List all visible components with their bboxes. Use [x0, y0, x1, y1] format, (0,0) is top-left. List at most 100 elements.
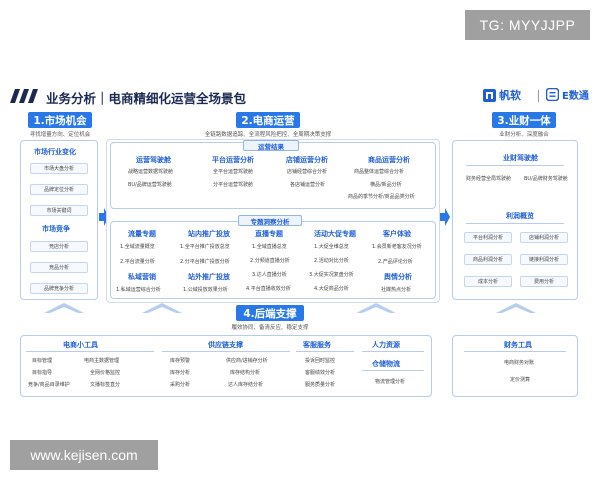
finance-item: BU/品牌财务驾驶舱 [524, 176, 568, 182]
cockpit-title: 业财驾驶舱 [503, 154, 538, 162]
backend-item: 达人库存结分析 [228, 382, 264, 388]
supply-title: 供应链支撑 [208, 341, 243, 349]
fanruan-logo-icon [483, 88, 496, 102]
insight-item: 1.大促全维总览 [314, 244, 349, 250]
watermark-top: TG: MYYJJPP [465, 10, 590, 40]
finance-panel [452, 140, 578, 300]
insight-col-title: 流量专题 [128, 230, 156, 238]
market-item: 品牌竞争分析 [30, 283, 88, 294]
edatong-logo-icon [546, 88, 559, 101]
header: 业务分析｜电商精细化运营全场景包 帆软 E数通 [8, 85, 592, 107]
insight-item: 2.活动对比分析 [314, 258, 349, 264]
edatong-logo: E数通 [546, 87, 589, 102]
finance-item: 商品利润分析 [464, 254, 512, 265]
result-col-title: 商品运营分析 [368, 156, 410, 164]
finance-item: 成本分析 [464, 276, 512, 287]
fanruan-logo-text: 帆软 [499, 89, 521, 102]
insight-col-title: 直播专题 [255, 230, 283, 238]
backend-item: 全网价格监控 [90, 370, 121, 376]
insight-col-title: 私域营销 [128, 273, 156, 281]
backend-item: 服务质量分析 [305, 382, 336, 388]
insight-item: 1.全域直播总览 [252, 244, 287, 250]
insight-item: 2.平台流量分析 [120, 259, 155, 265]
result-item: 店铺经营综合分析 [287, 169, 328, 175]
result-item: 横品/新品分析 [370, 182, 402, 188]
backend-item: 文播标签直分 [90, 382, 121, 388]
insight-panel [110, 221, 436, 299]
backend-item: 电商财务对账 [504, 360, 535, 366]
result-item: 分平台运营驾驶舱 [213, 182, 254, 188]
backend-item: 竞争/商品目录维护 [28, 382, 70, 388]
finance-caption: 业财分析、深度融合 [499, 132, 549, 138]
insight-item: 2.分平台推广投放分析 [180, 259, 230, 265]
market-item: 市场关键词 [30, 205, 88, 216]
industry-title: 市场行业变化 [34, 148, 76, 156]
result-panel [110, 142, 436, 209]
divider [296, 351, 354, 352]
backend-item: 目标指导 [32, 370, 53, 376]
logo-divider [538, 90, 539, 102]
insight-item: 2.分频道直播分析 [250, 258, 290, 264]
market-item: 竞店分析 [30, 241, 88, 252]
fanruan-logo: 帆软 [483, 87, 521, 103]
arrow-right-icon [440, 208, 450, 226]
backend-panel [20, 335, 432, 397]
diagram-canvas: 业务分析｜电商精细化运营全场景包 帆软 E数通 1.市场机会 寻找增量方向、定位… [0, 85, 600, 400]
edatong-logo-text: E数通 [562, 91, 589, 102]
tab-finance: 3.业财一体 [492, 112, 556, 128]
insight-item: 3.达人直播分析 [252, 272, 287, 278]
watermark-bottom: www.kejisen.com [10, 440, 158, 470]
backend-item: 电商主数据管理 [84, 358, 120, 364]
result-col-title: 平台运营分析 [212, 156, 254, 164]
profit-title: 利润概览 [506, 212, 534, 220]
divider [26, 351, 154, 352]
divider [362, 351, 424, 352]
finance-item: 费用分析 [520, 276, 568, 287]
fin-tools-title: 财务工具 [504, 341, 532, 349]
tools-title: 电商小工具 [63, 341, 98, 349]
backend-item: 供应商/进销存分析 [226, 358, 268, 364]
insight-col-title: 客户体验 [383, 230, 411, 238]
insight-item: 3.大促实况复盘分析 [309, 272, 354, 278]
backend-item: 采购分析 [170, 382, 191, 388]
result-title: 运营结果 [243, 140, 299, 151]
result-item: 商品的季节分析/商品品类分析 [348, 194, 415, 200]
insight-item: 4.平台直播收效分析 [246, 286, 291, 292]
insight-item: 1.会员新老客友况分析 [372, 244, 422, 250]
service-title: 客服服务 [303, 341, 331, 349]
result-item: 全平台运营驾驶舱 [213, 169, 254, 175]
backend-item: 库存预警 [170, 358, 191, 364]
backend-caption: 履效协同、备清反应、稳定支撑 [231, 325, 309, 331]
insight-item: 2.产品评论分析 [378, 259, 413, 265]
insight-item: 1.私域运营综合分析 [116, 287, 161, 293]
backend-item: 定价测算 [510, 377, 531, 383]
finance-item: 店铺利润分析 [520, 232, 568, 243]
divider [464, 351, 566, 352]
backend-item: 客服绩效分析 [305, 370, 336, 376]
result-item: 各店铺运营分析 [290, 182, 326, 188]
finance-item: 平台利润分析 [464, 232, 512, 243]
result-item: BU/品牌运营驾驶舱 [128, 182, 172, 188]
insight-item: 4.大促商品分析 [314, 286, 349, 292]
arrow-up-icon [142, 303, 182, 313]
finance-item: 财务经营全局驾驶舱 [466, 176, 512, 182]
insight-col-title: 站外推广投放 [188, 273, 230, 281]
insight-item: 社媒热点分析 [381, 287, 412, 293]
tab-market: 1.市场机会 [28, 112, 92, 128]
page-title: 业务分析｜电商精细化运营全场景包 [46, 91, 247, 106]
divider [162, 351, 290, 352]
logistics-title: 仓储物流 [372, 360, 400, 368]
finance-item: 链接利润分析 [520, 254, 568, 265]
backend-item: 库存结构分析 [230, 370, 261, 376]
backend-item: 物流管理分析 [375, 379, 406, 385]
result-col-title: 店铺运营分析 [286, 156, 328, 164]
insight-item: 1.全域流量概览 [120, 244, 155, 250]
ecom-caption: 全链路数据追踪、全流程风险把控、全周期决策支撑 [204, 132, 332, 138]
market-item: 品牌定位分析 [30, 184, 88, 195]
arrow-up-icon [356, 303, 396, 313]
fin-tools-panel [452, 335, 578, 397]
market-item: 市场大盘分析 [30, 163, 88, 174]
tab-ecom: 2.电商运营 [236, 112, 300, 128]
divider [466, 223, 564, 224]
market-item: 竞品分析 [30, 262, 88, 273]
